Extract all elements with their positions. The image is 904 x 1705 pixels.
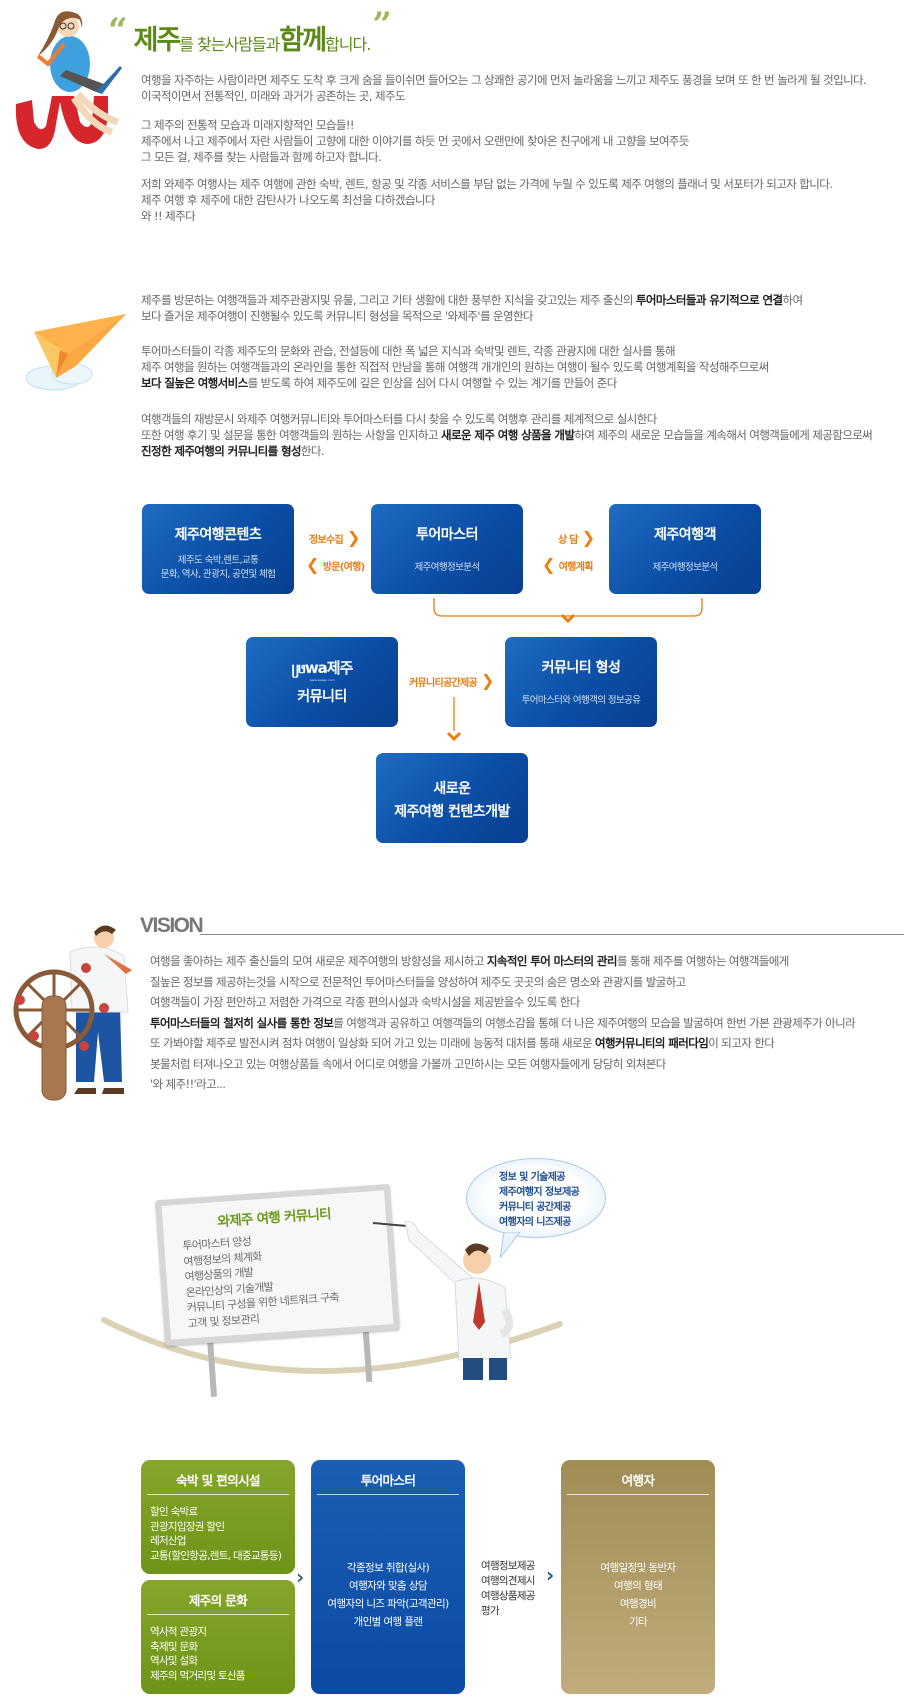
chevron-right-icon: › <box>546 1563 555 1587</box>
wajeju-logo: ᥩᥳwa제주 <box>291 659 354 677</box>
flow-box-community: ᥩᥳwa제주 www.wajeju.com 커뮤니티 <box>246 637 398 727</box>
divider <box>147 1614 289 1615</box>
purpose-paragraph-2: 투어마스터들이 각종 제주도의 문화와 관습, 전설등에 대한 폭 넓은 지식과… <box>141 344 769 390</box>
intro-paragraph-3: 저희 와제주 여행사는 제주 여행에 관한 숙박, 렌트, 항공 및 각종 서비… <box>141 177 833 223</box>
flow-box-jeju-traveler: 제주여행객 제주여행정보분석 <box>609 504 761 594</box>
divider <box>147 1494 289 1495</box>
flow-label-travel-plan: ❮여행계획 <box>542 555 593 574</box>
box-tour-master: 투어마스터 각종정보 취합(실사) 여행자와 맞춤 상담 여행자의 니즈 파악(… <box>311 1460 465 1694</box>
flow-label-consult: 상 담❯ <box>558 528 595 547</box>
page-headline: “ 제주 를 찾는사람들과 함께 합니다. ” <box>108 5 392 56</box>
captain-wheel-illustration <box>12 912 138 1102</box>
intro-paragraph-2: 그 제주의 전통적 모습과 미래지향적인 모습들!! 제주에서 나고 제주에서 … <box>141 118 689 164</box>
box-traveler: 여행자 여행일정및 동반자 여행의 형태 여행경비 기타 <box>561 1460 715 1694</box>
chevron-right-icon: ❯ <box>347 528 360 547</box>
chevron-right-icon: ❯ <box>581 528 595 547</box>
flow-box-jeju-contents: 제주여행콘텐츠 제주도 숙박,렌트,교통 문화, 역사, 관광지, 공연및 체험 <box>142 504 294 594</box>
vision-divider <box>200 934 904 935</box>
flow-label-info-collect: 정보수집❯ <box>309 528 360 547</box>
middle-service-list: 여행정보제공 여행의견제시 여행상품제공 평가 <box>481 1560 535 1617</box>
flow-label-visit: ❮방문(여행) <box>306 555 365 574</box>
chevron-right-icon: › <box>296 1565 305 1589</box>
intro-paragraph-1: 여행을 자주하는 사람이라면 제주도 도착 후 크게 숨을 들이쉬면 들어오는 … <box>141 73 867 103</box>
speech-bubble-tail <box>500 1232 521 1259</box>
divider <box>567 1494 709 1495</box>
divider <box>317 1494 459 1495</box>
flow-box-tour-master: 투어마스터 제주여행정보분석 <box>371 504 523 594</box>
vision-title: VISION <box>140 914 204 937</box>
flow-box-community-formation: 커뮤니티 형성 투어마스터와 여행객의 정보공유 <box>505 637 657 727</box>
flow-down-arrow <box>446 697 462 742</box>
chevron-left-icon: ❮ <box>542 555 555 574</box>
chevron-left-icon: ❮ <box>306 555 319 574</box>
speech-bubble: 정보 및 기술제공 제주여행지 정보제공 커뮤니티 공간제공 여행자의 니즈제공 <box>466 1158 606 1238</box>
flow-box-new-contents: 새로운 제주여행 컨텐츠개발 <box>376 753 528 843</box>
paper-plane-illustration <box>14 306 134 394</box>
flow-label-community-space: 커뮤니티공간제공❯ <box>409 671 494 690</box>
purpose-paragraph-3: 여행객들의 재방문시 와제주 여행커뮤니티와 투어마스터를 다시 찾을 수 있도… <box>141 412 873 458</box>
close-quote-icon: ” <box>372 5 392 45</box>
vision-paragraph: 여행을 좋아하는 제주 출신들의 모여 새로운 제주여행의 방향성을 제시하고 … <box>150 954 856 1091</box>
presenter-illustration <box>372 1221 514 1380</box>
box-lodging-facilities: 숙박 및 편의시설 할인 숙박료 관광지입장권 할인 레저산업 교통(할인항공,… <box>141 1460 295 1574</box>
girl-laptop-illustration <box>8 4 136 154</box>
purpose-paragraph-1: 제주를 방문하는 여행객들과 제주관광지및 유물, 그리고 기타 생활에 대한 … <box>141 293 803 323</box>
flow-bracket-connector <box>433 598 703 624</box>
box-jeju-culture: 제주의 문화 역사적 관광지 축제및 문화 역사및 설화 제주의 먹거리및 토산… <box>141 1580 295 1694</box>
open-quote-icon: “ <box>108 11 128 51</box>
chevron-right-icon: ❯ <box>481 671 494 690</box>
